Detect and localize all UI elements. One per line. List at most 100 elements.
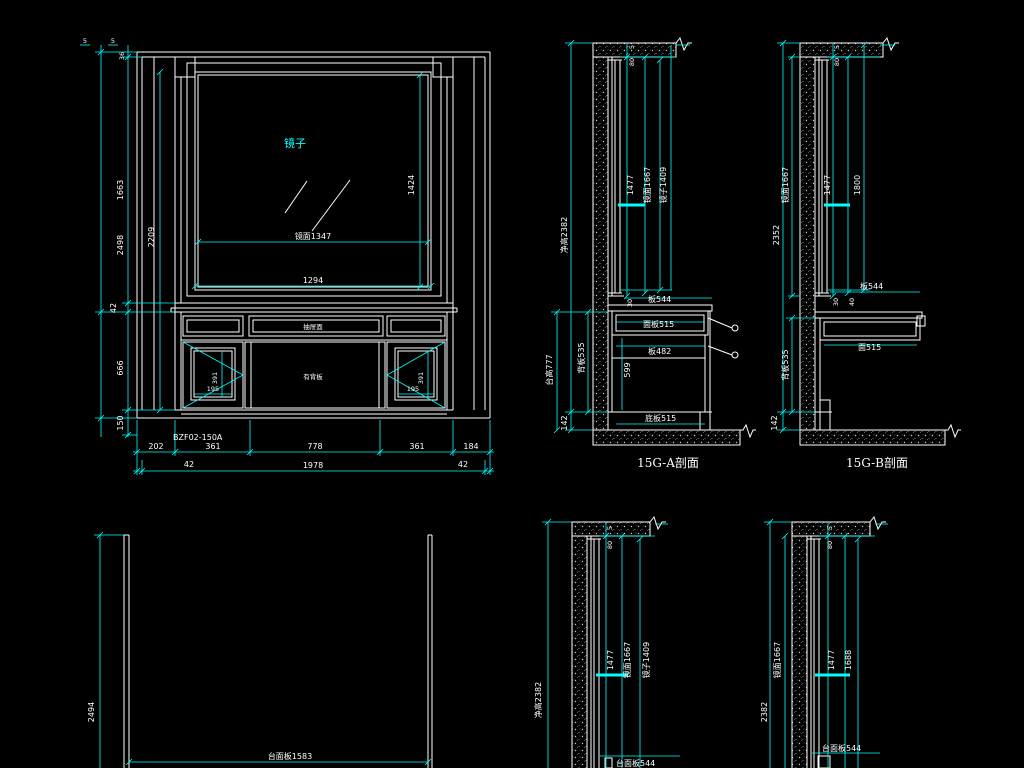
section-d-dimensions xyxy=(764,518,888,768)
section-b-panel: 面515 xyxy=(858,343,881,352)
section-d: 80 5 2382 镜面1667 1477 1688 台面板544 xyxy=(760,515,888,768)
left-dim-band: 42 xyxy=(109,303,118,313)
section-a-bottom-board: 底板515 xyxy=(645,413,676,423)
front-elevation: 镜子 1424 镜面1347 1294 抽屉面 有背板 391 195 391 … xyxy=(80,37,494,475)
section-b-back-panel: 背板535 xyxy=(780,349,790,380)
section-a-ceiling-dim: 5 xyxy=(628,45,636,49)
bottom-dim: 778 xyxy=(307,442,322,451)
section-b-cabinet xyxy=(814,311,926,431)
mirror-width-dim: 1294 xyxy=(303,276,323,285)
section-d-ceiling-dim: 80 xyxy=(826,541,834,549)
section-b-mirror-block: 1477 xyxy=(823,175,832,195)
section-b: 15G-B剖面 80 5 2352 镜面1667 1477 1800 板544 … xyxy=(770,36,961,470)
left-dim-top-b: 5 xyxy=(111,37,115,45)
left-dim-total: 2498 xyxy=(116,235,125,255)
section-a-title: 15G-A剖面 xyxy=(637,456,699,470)
section-a-dimensions xyxy=(551,39,712,434)
left-dim-upper: 1663 xyxy=(116,180,125,200)
section-d-mirror xyxy=(807,536,831,768)
bottom-dim: 184 xyxy=(463,442,478,451)
section-a-plinth: 142 xyxy=(560,415,569,430)
lower-elevation: 2494 台面板1583 xyxy=(87,531,433,768)
section-b-ceiling-dim: 80 xyxy=(833,58,841,66)
bottom-dim: 361 xyxy=(205,442,220,451)
section-a-mirror-block: 1477 xyxy=(626,175,635,195)
overall-dim-left: 42 xyxy=(184,460,194,469)
model-code: BZF02-150A xyxy=(173,433,223,442)
section-a-cabinet xyxy=(607,304,739,431)
section-c-ceiling-dim: 5 xyxy=(606,526,614,530)
section-b-clear-height: 2352 xyxy=(772,225,781,245)
section-a-drawer-height: 599 xyxy=(623,362,632,377)
right-door-width-dim: 195 xyxy=(407,385,419,393)
section-a-mirror: 镜子1409 xyxy=(658,167,668,203)
section-a: 15G-A剖面 80 5 净高2382 1477 镜面1667 镜子1409 3… xyxy=(544,36,756,470)
section-b-ceiling-dim: 5 xyxy=(833,45,841,49)
section-c-mirror-surface: 镜面1667 xyxy=(622,642,632,678)
section-d-clear-height: 2382 xyxy=(760,702,769,722)
section-c-mirror: 镜子1409 xyxy=(641,642,651,678)
section-d-mirror: 1688 xyxy=(844,650,853,670)
lower-elevation-outline xyxy=(123,534,433,768)
section-b-mirror-surface: 镜面1667 xyxy=(780,167,790,203)
cabinet xyxy=(137,302,490,419)
lower-elevation-height: 2494 xyxy=(87,702,96,722)
cabinet-label: 有背板 xyxy=(303,372,323,381)
section-b-gap: 30 xyxy=(832,298,840,306)
section-c-counter: 台面板544 xyxy=(616,758,655,768)
left-dim-top-a: 5 xyxy=(83,37,87,45)
section-c-mirror-block: 1477 xyxy=(606,650,615,670)
section-a-shelf: 板544 xyxy=(648,294,671,304)
left-door-width-dim: 195 xyxy=(207,385,219,393)
section-b-mirror xyxy=(815,57,831,297)
mirror-frame xyxy=(174,56,454,297)
overall-dim-total: 1978 xyxy=(303,461,323,470)
section-d-counter: 台面板544 xyxy=(822,743,861,753)
elevation-outline xyxy=(136,51,491,418)
mirror-label: 镜子 xyxy=(284,136,306,150)
inner-height-dim: 2209 xyxy=(147,227,156,247)
left-dim-top-c: 36 xyxy=(118,52,126,60)
elevation-bottom-dimensions xyxy=(133,420,494,475)
section-d-mirror-block: 1477 xyxy=(827,650,836,670)
section-b-shelf: 板544 xyxy=(860,281,883,291)
section-b-structure xyxy=(799,36,961,446)
section-a-ceiling-dim: 80 xyxy=(628,58,636,66)
right-door-height-dim: 391 xyxy=(417,372,425,384)
section-b-mirror: 1800 xyxy=(853,175,862,195)
section-d-mirror-surface: 镜面1667 xyxy=(772,642,782,678)
section-a-panel: 面板515 xyxy=(643,319,674,329)
section-c-structure xyxy=(571,515,666,768)
section-b-gap: 40 xyxy=(848,298,856,306)
lower-elevation-dimensions xyxy=(94,531,432,768)
section-c-ceiling-dim: 80 xyxy=(606,541,614,549)
section-b-dimensions xyxy=(777,39,920,434)
section-a-structure xyxy=(592,36,756,446)
section-c: 80 5 净高2382 1477 镜面1667 镜子1409 台面板544 xyxy=(533,515,680,768)
section-a-mirror-surface: 镜面1667 xyxy=(642,167,652,203)
left-dim-plinth: 150 xyxy=(116,415,125,430)
section-c-clear-height: 净高2382 xyxy=(533,682,543,718)
section-b-title: 15G-B剖面 xyxy=(846,456,908,470)
section-a-clear-height: 净高2382 xyxy=(559,217,569,253)
elevation-left-dimensions xyxy=(80,44,175,439)
mirror-surface-dim: 镜面1347 xyxy=(295,231,331,241)
section-b-plinth: 142 xyxy=(770,415,779,430)
section-a-back-panel: 背板535 xyxy=(576,342,586,373)
section-a-mirror xyxy=(608,57,624,297)
section-a-drawer-board: 板482 xyxy=(648,346,671,356)
section-c-dimensions xyxy=(542,518,680,768)
section-a-gap: 30 xyxy=(626,299,634,307)
section-d-ceiling-dim: 5 xyxy=(826,526,834,530)
bottom-dim: 361 xyxy=(409,442,424,451)
left-dim-lower: 666 xyxy=(116,360,125,375)
section-d-structure xyxy=(791,515,886,768)
mirror-height-dim: 1424 xyxy=(407,175,416,195)
section-c-mirror xyxy=(587,536,613,768)
drawer-label: 抽屉面 xyxy=(303,322,323,331)
overall-dim-right: 42 xyxy=(458,460,468,469)
bottom-dim: 202 xyxy=(148,442,163,451)
elevation-interior-dimensions xyxy=(156,68,446,414)
lower-elevation-counter: 台面板1583 xyxy=(268,751,312,761)
